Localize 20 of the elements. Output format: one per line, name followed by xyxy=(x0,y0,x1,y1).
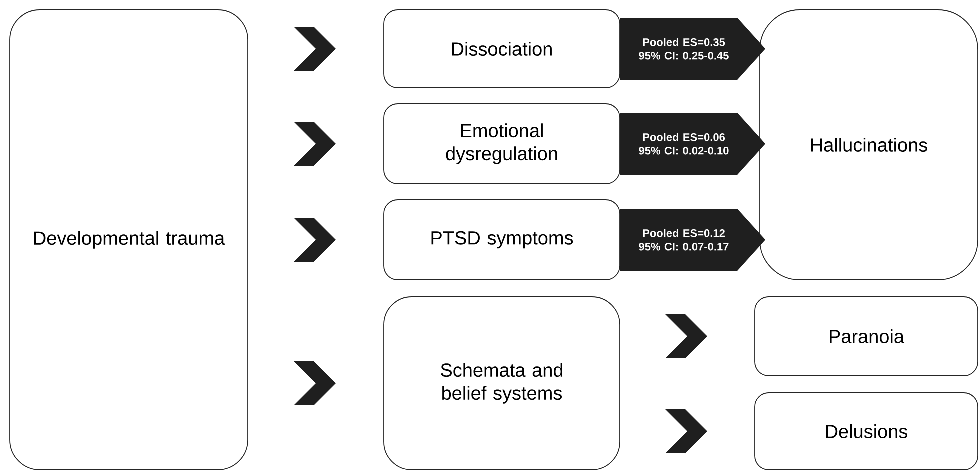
chevron-arrow xyxy=(294,218,336,262)
chevron-arrow xyxy=(666,314,708,358)
block-arrow xyxy=(620,18,766,80)
block-arrow xyxy=(620,209,766,271)
chevron-arrow xyxy=(294,27,336,71)
chevron-arrow xyxy=(666,410,708,454)
rounded-box: Paranoia xyxy=(754,296,978,376)
rounded-box: Developmental trauma xyxy=(10,10,248,470)
rounded-box: Delusions xyxy=(754,392,978,470)
rounded-box: Emotional dysregulation xyxy=(384,104,620,184)
edge-label: Pooled ES=0.06 95% CI: 0.02-0.10 xyxy=(639,133,729,155)
rounded-box: Schemata and belief systems xyxy=(384,296,620,470)
rounded-box: Dissociation xyxy=(384,10,620,88)
block-arrow xyxy=(620,113,766,175)
chevron-arrow xyxy=(294,362,336,406)
rounded-box: Hallucinations xyxy=(760,10,978,280)
edge-label: Pooled ES=0.35 95% CI: 0.25-0.45 xyxy=(639,38,729,60)
rounded-box: PTSD symptoms xyxy=(384,200,620,280)
chevron-arrow xyxy=(294,122,336,166)
edge-label: Pooled ES=0.12 95% CI: 0.07-0.17 xyxy=(639,229,729,251)
